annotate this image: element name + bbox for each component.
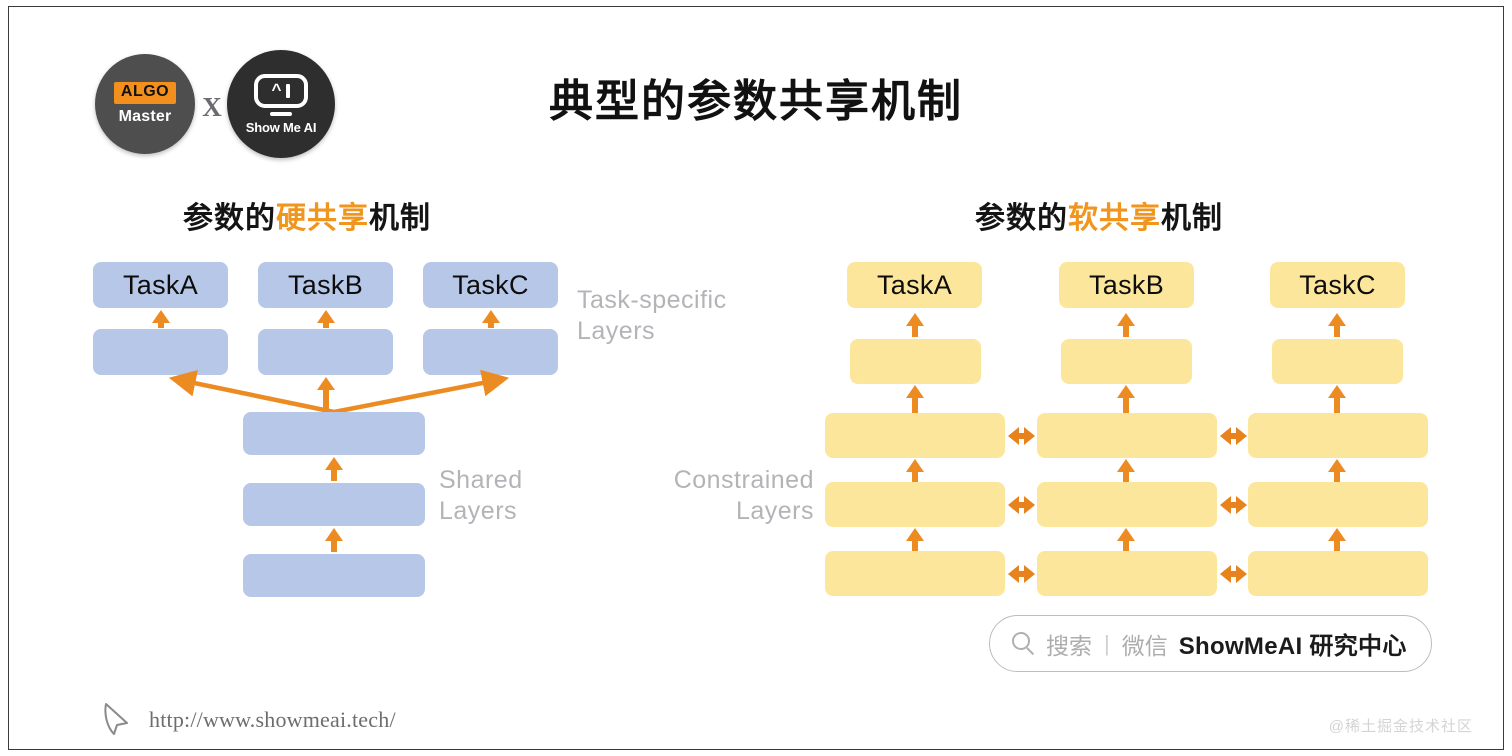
footer: http://www.showmeai.tech/ [101,701,396,739]
logo-group: ALGO Master X ^ Show Me AI [93,48,335,158]
right-constrained-box-b1 [1037,413,1217,458]
right-constrained-box-a2 [825,482,1005,527]
annotation-task-specific-layers: Task-specific Layers [577,286,727,346]
search-icon [1012,632,1035,656]
right-task-label-a: TaskA [876,269,953,300]
search-brand: ShowMeAI 研究中心 [1178,633,1407,660]
left-task-specific-box-a [93,329,228,375]
page-title: 典型的参数共享机制 [549,77,963,126]
search-watermark[interactable]: 搜索 | 微信 ShowMeAI 研究中心 [989,615,1432,672]
right-arrow-c3-to-c2-a [906,528,924,551]
right-arrow-private-to-task-c [1328,313,1346,337]
search-placeholder: 搜索 [1046,632,1092,659]
right-bi-arrow-b1-c1 [1220,427,1247,445]
left-arrow-up-shared-center [317,377,335,413]
right-arrow-c2-to-c1-c [1328,459,1346,482]
monitor-stand-icon [270,111,292,116]
left-panel-subtitle: 参数的硬共享机制 [183,193,431,237]
monitor-icon: ^ [254,73,308,108]
right-bi-arrow-a3-b3 [1008,565,1035,583]
algo-master-label: Master [118,107,172,125]
left-task-box-a: TaskA [93,262,228,308]
algomaster-logo: ALGO Master [95,54,195,154]
search-channel: 微信 [1121,632,1168,659]
showmeai-logo-label: Show Me AI [245,119,317,135]
right-arrow-c1-to-private-b [1117,385,1135,413]
bar-icon [286,83,291,98]
left-task-specific-box-c [423,329,558,375]
right-arrow-c1-to-private-a [906,385,924,413]
left-fanout-arrows [168,369,510,415]
right-subtitle-suffix: 机制 [1161,202,1223,235]
left-arrow-up-a [152,310,170,328]
algo-badge-label: ALGO [113,82,177,104]
left-arrow-shared-2-to-1 [325,457,343,481]
right-subtitle-highlight: 软共享 [1068,202,1161,235]
right-constrained-box-c3 [1248,551,1428,596]
left-shared-box-3 [243,554,425,597]
right-arrow-c1-to-private-c [1328,385,1346,413]
right-private-box-b [1061,339,1192,384]
right-subtitle-prefix: 参数的 [975,202,1068,235]
right-panel-subtitle: 参数的软共享机制 [975,193,1223,237]
right-private-box-a [850,339,981,384]
right-bi-arrow-a2-b2 [1008,496,1035,514]
left-task-box-c: TaskC [423,262,558,308]
left-subtitle-suffix: 机制 [369,202,431,235]
right-task-box-a: TaskA [847,262,982,308]
footer-url[interactable]: http://www.showmeai.tech/ [149,707,396,732]
right-arrow-private-to-task-b [1117,313,1135,337]
right-task-box-c: TaskC [1270,262,1405,308]
left-task-specific-box-b [258,329,393,375]
left-shared-box-1 [243,412,425,455]
right-arrow-c2-to-c1-b [1117,459,1135,482]
right-constrained-box-c1 [1248,413,1428,458]
right-constrained-box-b2 [1037,482,1217,527]
left-arrow-up-b [317,310,335,328]
left-arrow-shared-3-to-2 [325,528,343,552]
right-bi-arrow-b2-c2 [1220,496,1247,514]
right-task-label-b: TaskB [1088,269,1165,300]
left-subtitle-highlight: 硬共享 [276,202,369,235]
annotation-shared-layers: Shared Layers [439,466,523,526]
logo-x-separator: X [202,92,222,122]
left-task-label-a: TaskA [122,269,199,300]
right-constrained-box-a3 [825,551,1005,596]
left-subtitle-prefix: 参数的 [183,202,276,235]
cursor-icon [104,703,128,735]
left-task-label-b: TaskB [287,269,364,300]
slide-canvas: ALGO Master X ^ Show Me AI 典型的参数共享机制 参数的… [8,6,1504,750]
right-constrained-box-a1 [825,413,1005,458]
caret-icon: ^ [271,80,282,99]
right-bi-arrow-a1-b1 [1008,427,1035,445]
left-shared-box-2 [243,483,425,526]
right-private-box-c [1272,339,1403,384]
corner-watermark: @稀土掘金技术社区 [1328,718,1473,735]
right-arrow-private-to-task-a [906,313,924,337]
annotation-constrained-layers: Constrained Layers [673,466,814,526]
search-separator: | [1104,630,1110,656]
right-arrow-c3-to-c2-b [1117,528,1135,551]
left-task-label-c: TaskC [452,269,529,300]
showmeai-logo: ^ Show Me AI [227,50,335,158]
right-constrained-box-c2 [1248,482,1428,527]
right-constrained-box-b3 [1037,551,1217,596]
left-arrow-up-c [482,310,500,328]
left-task-box-b: TaskB [258,262,393,308]
right-bi-arrow-b3-c3 [1220,565,1247,583]
right-task-label-c: TaskC [1299,269,1376,300]
right-task-box-b: TaskB [1059,262,1194,308]
right-arrow-c3-to-c2-c [1328,528,1346,551]
right-arrow-c2-to-c1-a [906,459,924,482]
